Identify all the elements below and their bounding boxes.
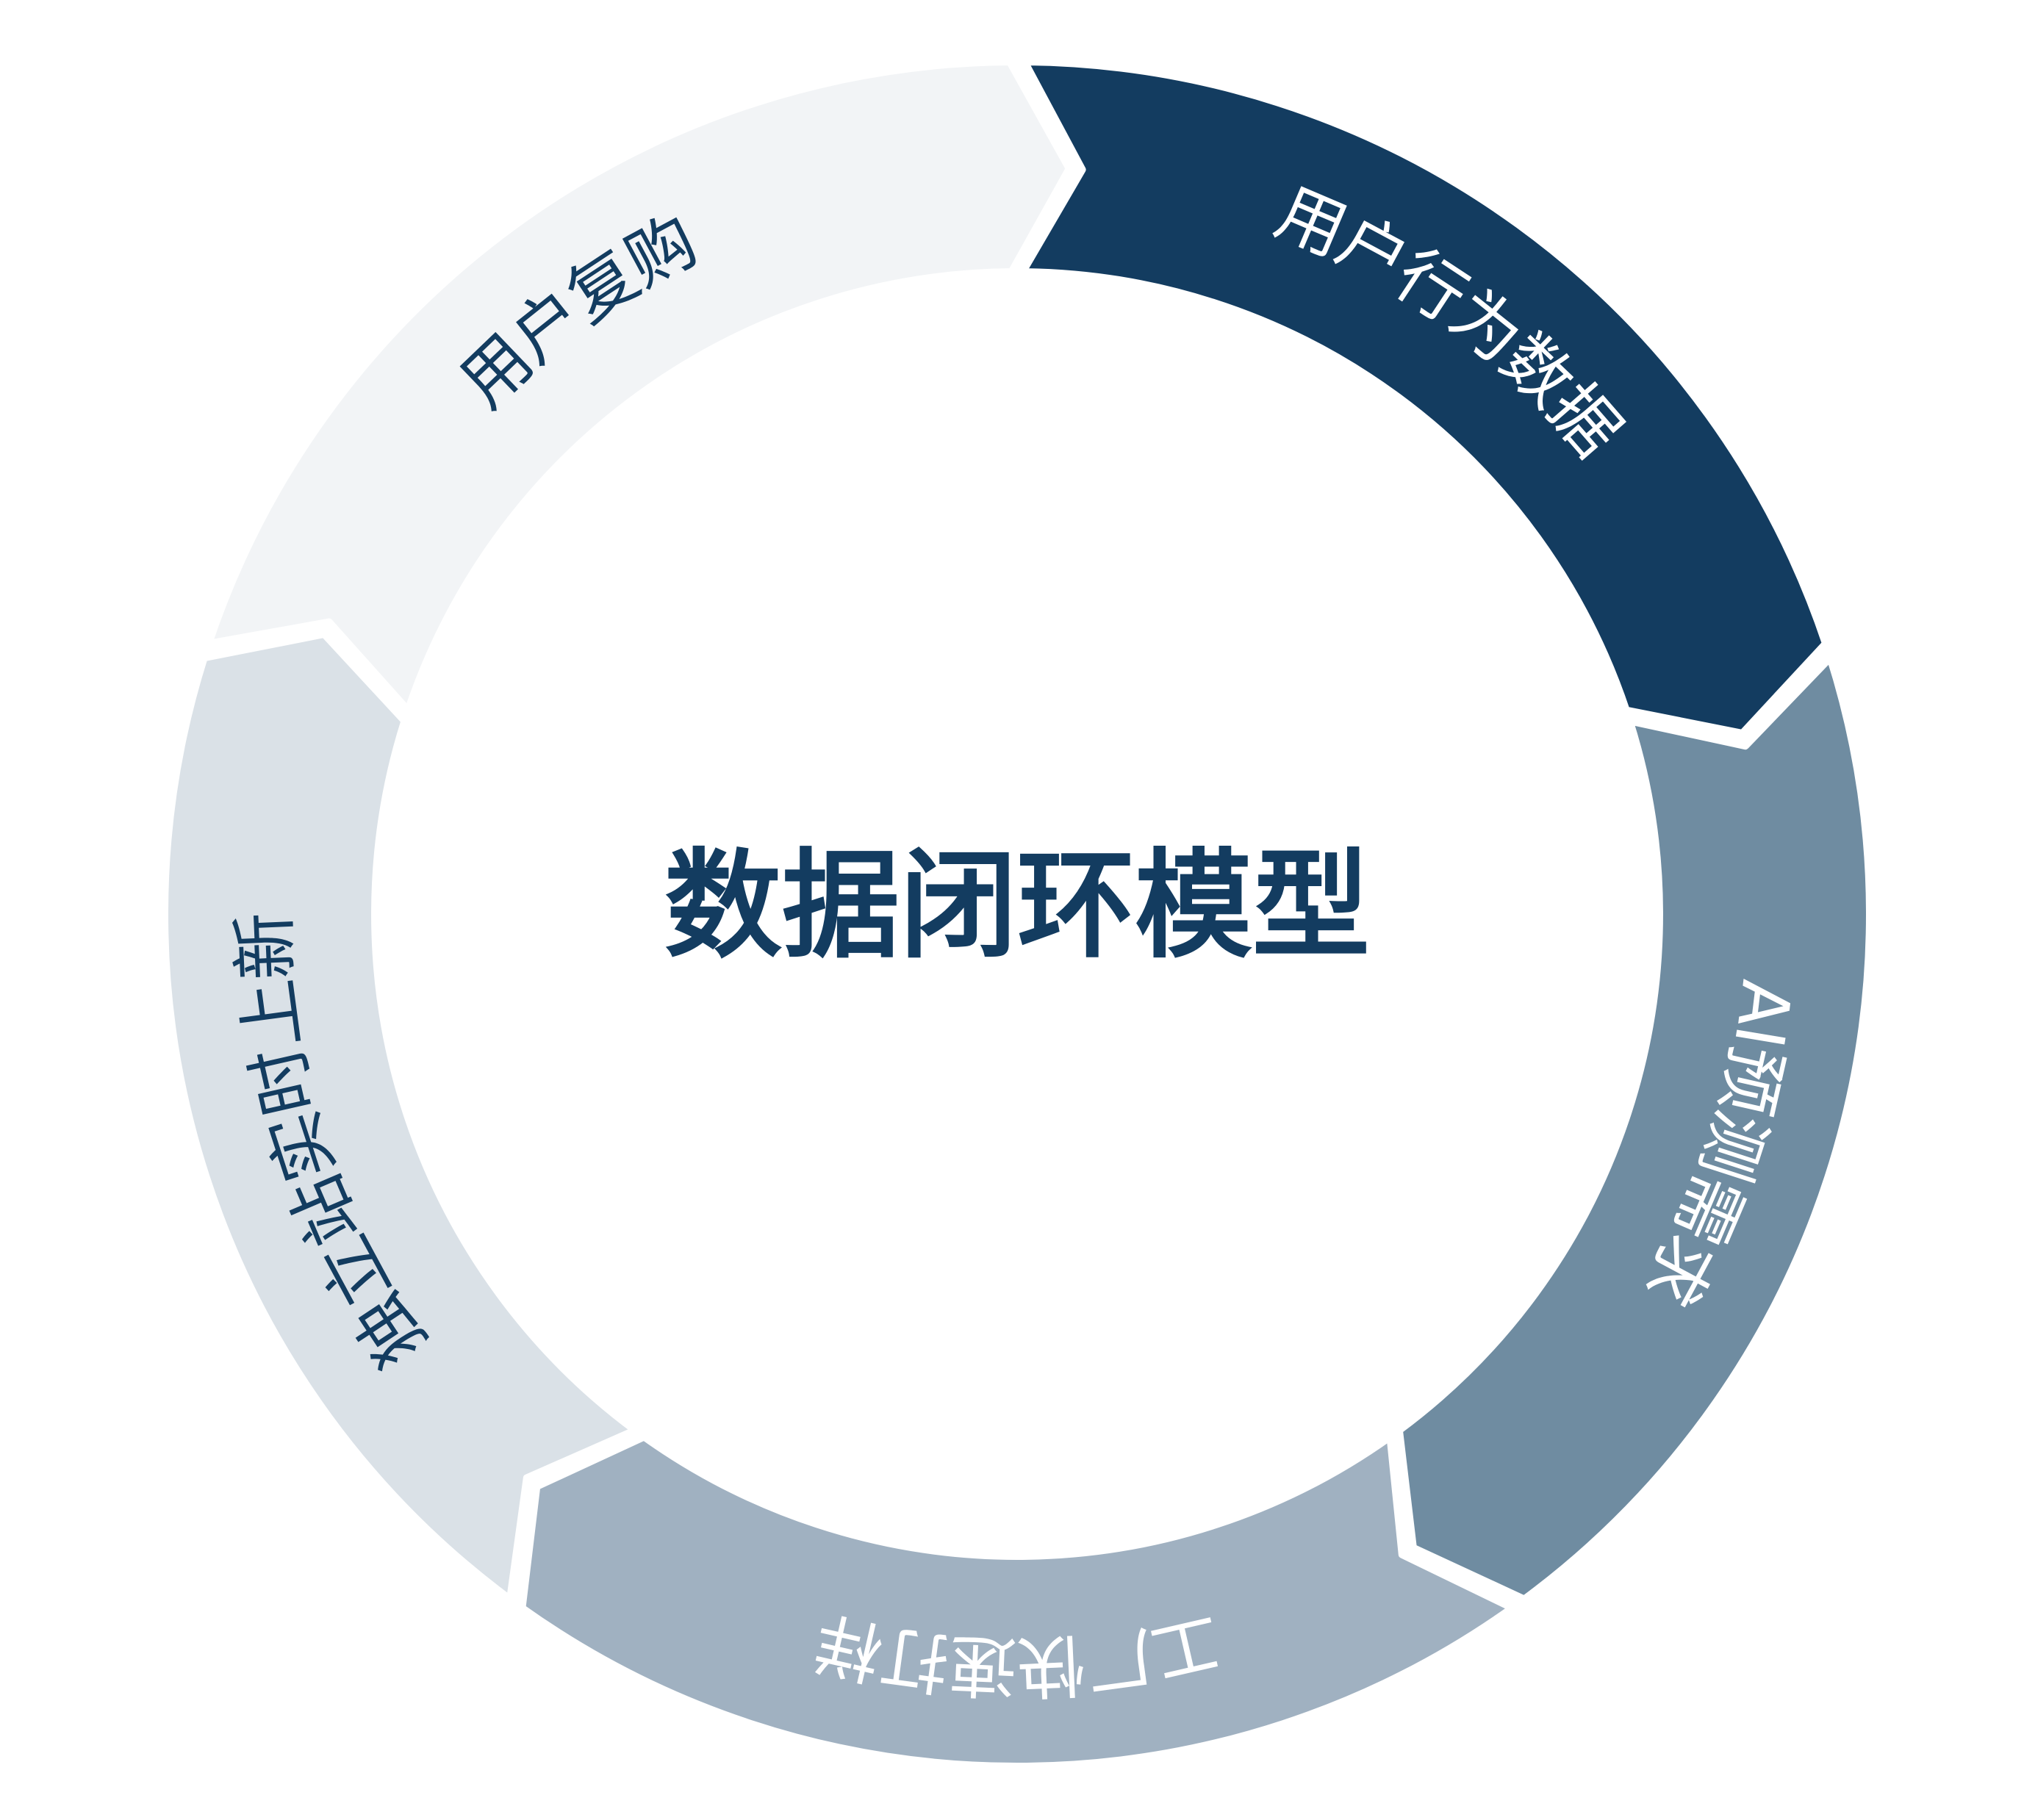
segment-ai-demand-forecast bbox=[1395, 654, 1873, 1603]
segment-user-behavior-data bbox=[1019, 58, 1830, 737]
segment-user-repurchase bbox=[204, 58, 1073, 714]
center-title: 数据闭环模型 bbox=[664, 837, 1370, 974]
segment-factory-rapid-sampling bbox=[518, 1433, 1516, 1770]
cycle-ring bbox=[161, 58, 1873, 1770]
segment-store-realtime-launch bbox=[161, 630, 639, 1603]
